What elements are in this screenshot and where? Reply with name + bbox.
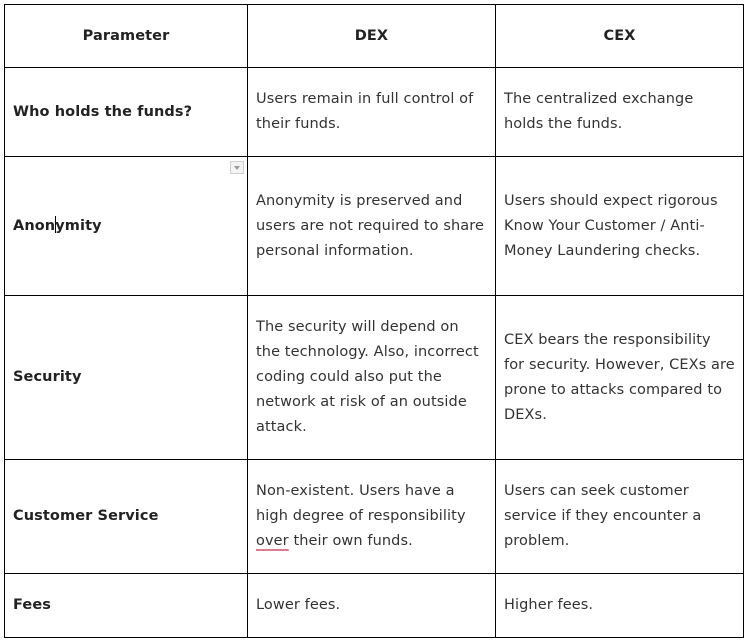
header-row: Parameter DEX CEX xyxy=(4,4,744,68)
cex-cell[interactable]: Higher fees. xyxy=(495,573,744,638)
cex-cell[interactable]: Users can seek customer service if they … xyxy=(495,459,744,574)
cex-cell[interactable]: The centralized exchange holds the funds… xyxy=(495,67,744,157)
spellcheck-flagged-word[interactable]: over xyxy=(256,533,289,549)
header-dex[interactable]: DEX xyxy=(247,4,496,68)
cex-cell[interactable]: Users should expect rigorous Know Your C… xyxy=(495,156,744,296)
param-cell[interactable]: Fees xyxy=(4,573,248,638)
param-text-after-cursor: ymity xyxy=(55,217,102,234)
param-cell[interactable]: Anonymity xyxy=(4,156,248,296)
dex-cell[interactable]: The security will depend on the technolo… xyxy=(247,295,496,460)
dex-text-after: their own funds. xyxy=(288,533,413,549)
text-cursor-icon xyxy=(54,215,56,233)
cell-dropdown-icon[interactable] xyxy=(230,161,244,174)
table-row: Anonymity Anonymity is preserved and use… xyxy=(4,156,744,296)
param-cell[interactable]: Security xyxy=(4,295,248,460)
param-text-before-cursor: Anon xyxy=(13,217,56,234)
param-cell[interactable]: Who holds the funds? xyxy=(4,67,248,157)
dex-cell[interactable]: Anonymity is preserved and users are not… xyxy=(247,156,496,296)
comparison-table[interactable]: Parameter DEX CEX Who holds the funds? U… xyxy=(4,4,744,638)
dex-text-before: Non-existent. Users have a high degree o… xyxy=(256,483,466,524)
dex-cell[interactable]: Users remain in full control of their fu… xyxy=(247,67,496,157)
dex-cell[interactable]: Lower fees. xyxy=(247,573,496,638)
param-cell[interactable]: Customer Service xyxy=(4,459,248,574)
header-parameter[interactable]: Parameter xyxy=(4,4,248,68)
table-row: Security The security will depend on the… xyxy=(4,295,744,460)
dex-cell[interactable]: Non-existent. Users have a high degree o… xyxy=(247,459,496,574)
header-cex[interactable]: CEX xyxy=(495,4,744,68)
cex-cell[interactable]: CEX bears the responsibility for securit… xyxy=(495,295,744,460)
table-row: Who holds the funds? Users remain in ful… xyxy=(4,67,744,157)
table-row: Customer Service Non-existent. Users hav… xyxy=(4,459,744,574)
table-row: Fees Lower fees. Higher fees. xyxy=(4,573,744,638)
